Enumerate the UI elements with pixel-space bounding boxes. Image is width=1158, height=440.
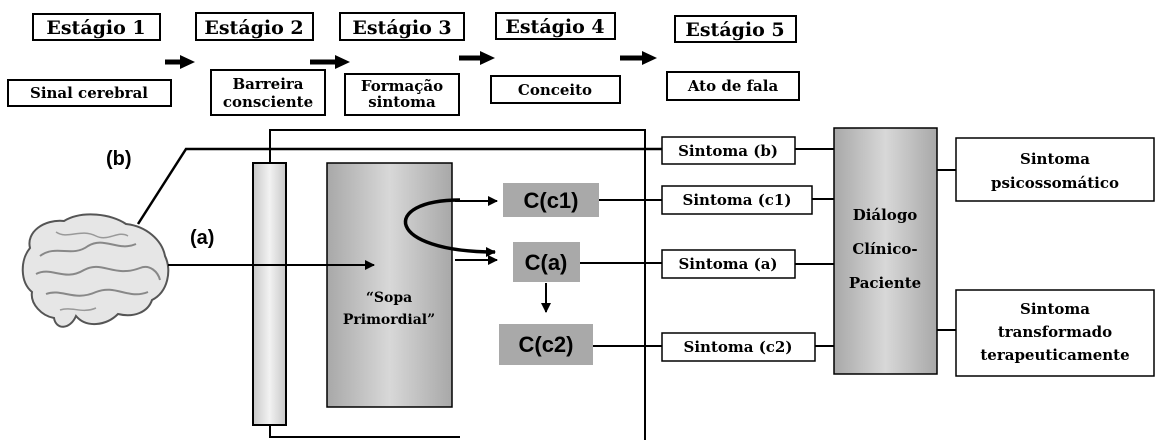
concept-c1-label: C(c1) [523, 188, 578, 213]
stage-arrow-4-5 [620, 51, 657, 65]
stage-3: Estágio 3 Formação sintoma [339, 12, 465, 116]
concept-c1: C(c1) [503, 183, 599, 217]
brain-icon [21, 213, 170, 328]
dialogue-line2: Clínico- [852, 240, 917, 258]
symptom-c1-label: Sintoma (c1) [683, 191, 792, 209]
stage-2: Estágio 2 Barreira consciente [195, 12, 326, 116]
stage-5-title: Estágio 5 [685, 19, 784, 41]
concept-c2: C(c2) [499, 324, 593, 365]
symptom-b-label: Sintoma (b) [678, 142, 778, 160]
stage-3-label-line2: sintoma [368, 93, 436, 111]
stage-2-label-line2: consciente [223, 93, 313, 111]
outcome-psico-line1: Sintoma [1020, 150, 1090, 168]
path-b-line [136, 147, 662, 225]
concept-a: C(a) [513, 242, 580, 282]
symptom-c1: Sintoma (c1) [661, 185, 813, 215]
dialogue-box: Diálogo Clínico- Paciente [833, 127, 938, 375]
stage-3-title: Estágio 3 [352, 17, 451, 39]
stage-4-label: Conceito [518, 81, 592, 99]
outcome-transformado: Sintoma transformado terapeuticamente [955, 289, 1155, 377]
symptom-a-label: Sintoma (a) [678, 255, 777, 273]
symptom-a: Sintoma (a) [661, 249, 796, 279]
symptom-c2: Sintoma (c2) [661, 332, 816, 362]
path-label-a: (a) [190, 227, 214, 249]
outcome-transf-line3: terapeuticamente [980, 346, 1129, 364]
sopa-line2: Primordial” [343, 312, 435, 328]
path-label-b: (b) [106, 148, 132, 170]
sopa-line1: “Sopa [366, 290, 412, 306]
dialogue-line1: Diálogo [853, 206, 918, 224]
stage-1: Estágio 1 Sinal cerebral [7, 13, 172, 107]
stage-arrows [165, 51, 657, 69]
dialogue-line3: Paciente [849, 274, 921, 292]
outcome-transf-line1: Sintoma [1020, 300, 1090, 318]
curved-arrow [403, 198, 496, 257]
stage-5-label: Ato de fala [687, 77, 779, 95]
symptom-b: Sintoma (b) [661, 136, 796, 165]
stage-1-title: Estágio 1 [46, 17, 145, 39]
concept-a-label: C(a) [525, 250, 568, 275]
stage-4-title: Estágio 4 [505, 16, 604, 38]
conscious-barrier [252, 162, 287, 426]
concept-c2-label: C(c2) [518, 332, 573, 357]
outcome-psico-line2: psicossomático [991, 174, 1119, 192]
stage-arrow-2-3 [310, 55, 350, 69]
stage-2-title: Estágio 2 [204, 17, 303, 39]
symptom-c2-label: Sintoma (c2) [684, 338, 793, 356]
stage-arrow-1-2 [165, 55, 195, 69]
outcome-transf-line2: transformado [998, 323, 1112, 341]
sopa-primordial-box: “Sopa Primordial” [326, 162, 453, 408]
stage-1-label: Sinal cerebral [30, 84, 148, 102]
stage-2-label-line1: Barreira [232, 75, 303, 93]
stage-3-label-line1: Formação [361, 77, 443, 95]
stage-arrow-3-4 [459, 51, 495, 65]
outcome-psicossomatico: Sintoma psicossomático [955, 137, 1155, 202]
stage-4: Estágio 4 Conceito [490, 12, 621, 104]
stage-5: Estágio 5 Ato de fala [666, 15, 800, 101]
